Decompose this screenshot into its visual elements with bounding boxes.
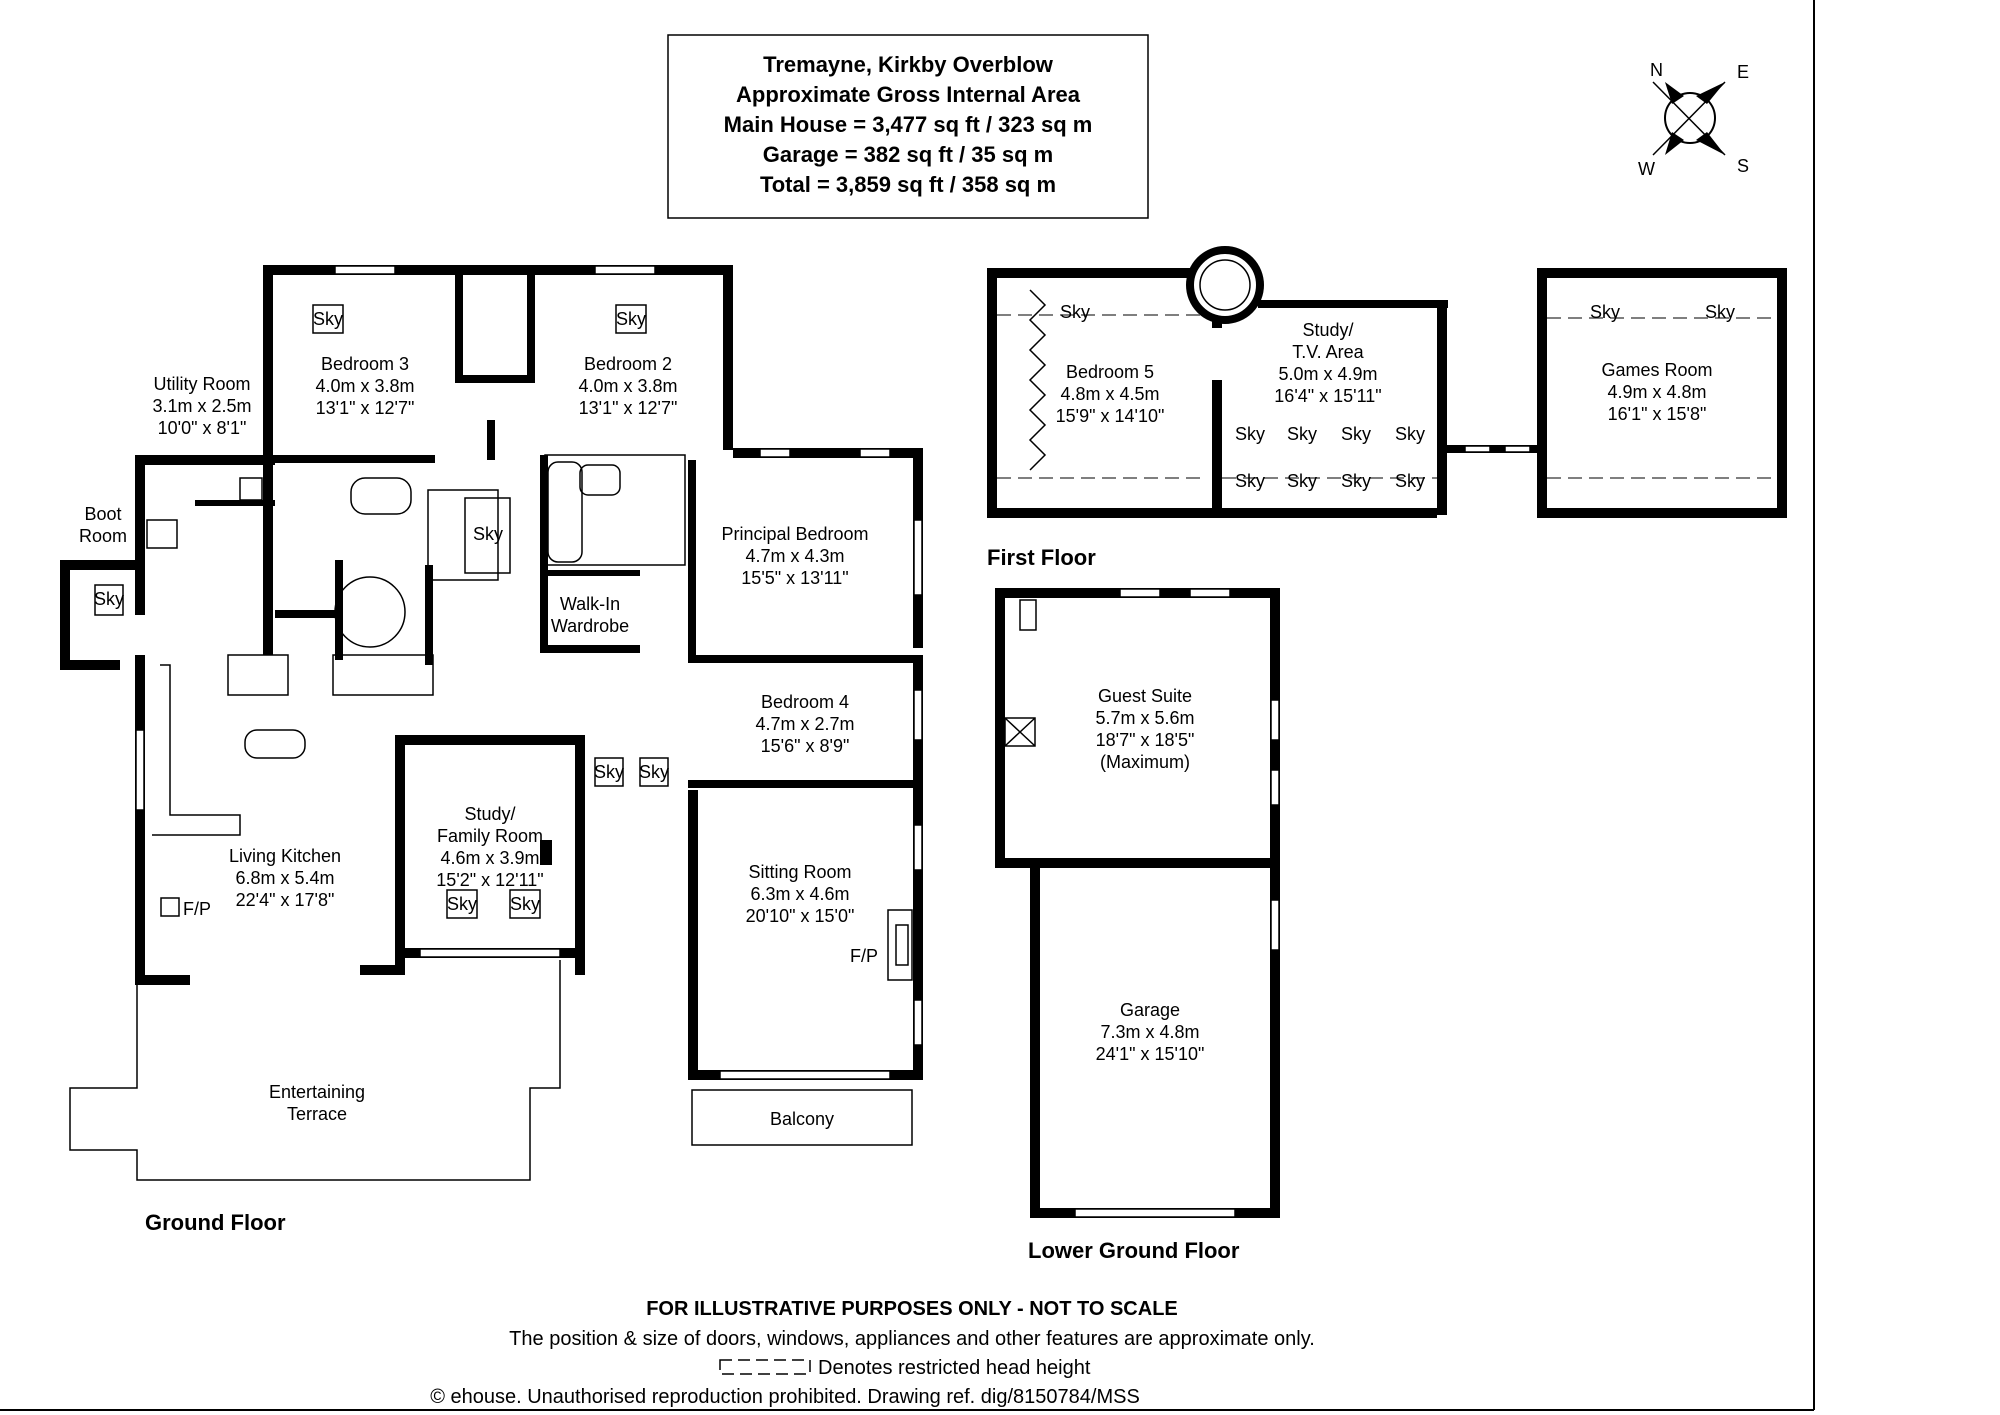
first-floor-plan [987, 246, 1787, 518]
garage-metric: 7.3m x 4.8m [1100, 1022, 1199, 1042]
boot-room-label-2: Room [79, 526, 127, 546]
games-room-imperial: 16'1" x 15'8" [1608, 404, 1707, 424]
principal-bedroom-imperial: 15'5" x 13'11" [741, 568, 848, 588]
sitting-room-fireplace: F/P [850, 946, 878, 966]
main-house-area: Main House = 3,477 sq ft / 323 sq m [724, 112, 1093, 137]
sitting-room-imperial: 20'10" x 15'0" [746, 906, 855, 926]
compass-s: S [1737, 156, 1749, 176]
copyright-text: © ehouse. Unauthorised reproduction proh… [430, 1386, 1140, 1408]
bedroom2-imperial: 13'1" x 12'7" [579, 398, 678, 418]
study-tv-name-1: Study/ [1302, 320, 1353, 340]
total-area: Total = 3,859 sq ft / 358 sq m [760, 172, 1056, 197]
study-tv-imperial: 16'4" x 15'11" [1274, 386, 1381, 406]
ground-floor-labels: Sky Sky Sky Sky Sky Sky Sky Sky Bedroom … [79, 304, 878, 1235]
sky-light: Sky [1235, 424, 1265, 444]
study-family-name-2: Family Room [437, 826, 543, 846]
bedroom3-name: Bedroom 3 [321, 354, 409, 374]
ground-floor-title: Ground Floor [145, 1210, 286, 1235]
compass-e: E [1737, 62, 1749, 82]
bedroom3-imperial: 13'1" x 12'7" [316, 398, 415, 418]
guest-suite-metric: 5.7m x 5.6m [1095, 708, 1194, 728]
sky-light: Sky [1590, 302, 1620, 322]
first-floor-labels: Sky Sky Sky Sky Sky Sky Sky Sky Sky Sky … [987, 302, 1735, 570]
sky-light: Sky [1341, 471, 1371, 491]
lower-ground-floor-labels: Guest Suite 5.7m x 5.6m 18'7" x 18'5" (M… [1028, 686, 1240, 1263]
area-heading: Approximate Gross Internal Area [736, 82, 1081, 107]
garage-imperial: 24'1" x 15'10" [1096, 1044, 1205, 1064]
sitting-room-metric: 6.3m x 4.6m [750, 884, 849, 904]
sky-light: Sky [1395, 424, 1425, 444]
walk-in-wardrobe-label-1: Walk-In [560, 594, 620, 614]
bedroom2-name: Bedroom 2 [584, 354, 672, 374]
restricted-height-key-icon [719, 1359, 811, 1375]
sky-light: Sky [94, 589, 124, 609]
boot-room-label-1: Boot [84, 504, 121, 524]
garage-name: Garage [1120, 1000, 1180, 1020]
sky-light: Sky [1235, 471, 1265, 491]
lower-ground-floor-plan [995, 588, 1280, 1218]
principal-bedroom-name: Principal Bedroom [721, 524, 868, 544]
bedroom3-metric: 4.0m x 3.8m [315, 376, 414, 396]
utility-room-name: Utility Room [153, 374, 250, 394]
bedroom4-metric: 4.7m x 2.7m [755, 714, 854, 734]
bedroom4-imperial: 15'6" x 8'9" [761, 736, 850, 756]
principal-bedroom-metric: 4.7m x 4.3m [745, 546, 844, 566]
bedroom5-name: Bedroom 5 [1066, 362, 1154, 382]
bedroom5-metric: 4.8m x 4.5m [1060, 384, 1159, 404]
walk-in-wardrobe-label-2: Wardrobe [551, 616, 629, 636]
games-room-name: Games Room [1601, 360, 1712, 380]
compass-n: N [1650, 60, 1663, 80]
compass-w: W [1638, 159, 1655, 179]
bedroom5-imperial: 15'9" x 14'10" [1056, 406, 1165, 426]
sky-light: Sky [1705, 302, 1735, 322]
study-tv-name-2: T.V. Area [1292, 342, 1364, 362]
terrace-label-2: Terrace [287, 1104, 347, 1124]
bedroom2-metric: 4.0m x 3.8m [578, 376, 677, 396]
sky-light: Sky [639, 762, 669, 782]
study-family-name-1: Study/ [464, 804, 515, 824]
study-family-imperial: 15'2" x 12'11" [436, 870, 543, 890]
sky-light: Sky [510, 894, 540, 914]
kitchen-metric: 6.8m x 5.4m [235, 868, 334, 888]
area-summary-box: Tremayne, Kirkby Overblow Approximate Gr… [667, 34, 1149, 219]
study-family-metric: 4.6m x 3.9m [440, 848, 539, 868]
first-floor-title: First Floor [987, 545, 1096, 570]
footer-notes: FOR ILLUSTRATIVE PURPOSES ONLY - NOT TO … [430, 1298, 1315, 1408]
games-room-metric: 4.9m x 4.8m [1607, 382, 1706, 402]
sky-light: Sky [616, 309, 646, 329]
sky-light: Sky [1341, 424, 1371, 444]
disclaimer-text: The position & size of doors, windows, a… [509, 1328, 1315, 1350]
sky-light: Sky [473, 524, 503, 544]
balcony-label: Balcony [770, 1109, 834, 1129]
bedroom4-name: Bedroom 4 [761, 692, 849, 712]
ground-floor-plan [60, 265, 923, 1181]
lower-ground-floor-title: Lower Ground Floor [1028, 1238, 1240, 1263]
kitchen-imperial: 22'4" x 17'8" [236, 890, 335, 910]
restricted-height-key-text: Denotes restricted head height [818, 1357, 1091, 1379]
guest-suite-note: (Maximum) [1100, 752, 1190, 772]
guest-suite-imperial: 18'7" x 18'5" [1096, 730, 1195, 750]
utility-room-imperial: 10'0" x 8'1" [158, 418, 247, 438]
property-title: Tremayne, Kirkby Overblow [763, 52, 1054, 77]
sky-light: Sky [447, 894, 477, 914]
garage-area: Garage = 382 sq ft / 35 sq m [763, 142, 1053, 167]
sky-light: Sky [594, 762, 624, 782]
disclaimer-title: FOR ILLUSTRATIVE PURPOSES ONLY - NOT TO … [646, 1298, 1178, 1320]
study-tv-metric: 5.0m x 4.9m [1278, 364, 1377, 384]
guest-suite-name: Guest Suite [1098, 686, 1192, 706]
terrace-label-1: Entertaining [269, 1082, 365, 1102]
sky-light: Sky [1287, 424, 1317, 444]
sky-light: Sky [1060, 302, 1090, 322]
sky-light: Sky [1395, 471, 1425, 491]
sitting-room-name: Sitting Room [748, 862, 851, 882]
sky-light: Sky [1287, 471, 1317, 491]
utility-room-metric: 3.1m x 2.5m [152, 396, 251, 416]
compass-icon: N E S W [1638, 60, 1749, 179]
kitchen-name: Living Kitchen [229, 846, 341, 866]
kitchen-fireplace: F/P [183, 899, 211, 919]
sky-light: Sky [313, 309, 343, 329]
